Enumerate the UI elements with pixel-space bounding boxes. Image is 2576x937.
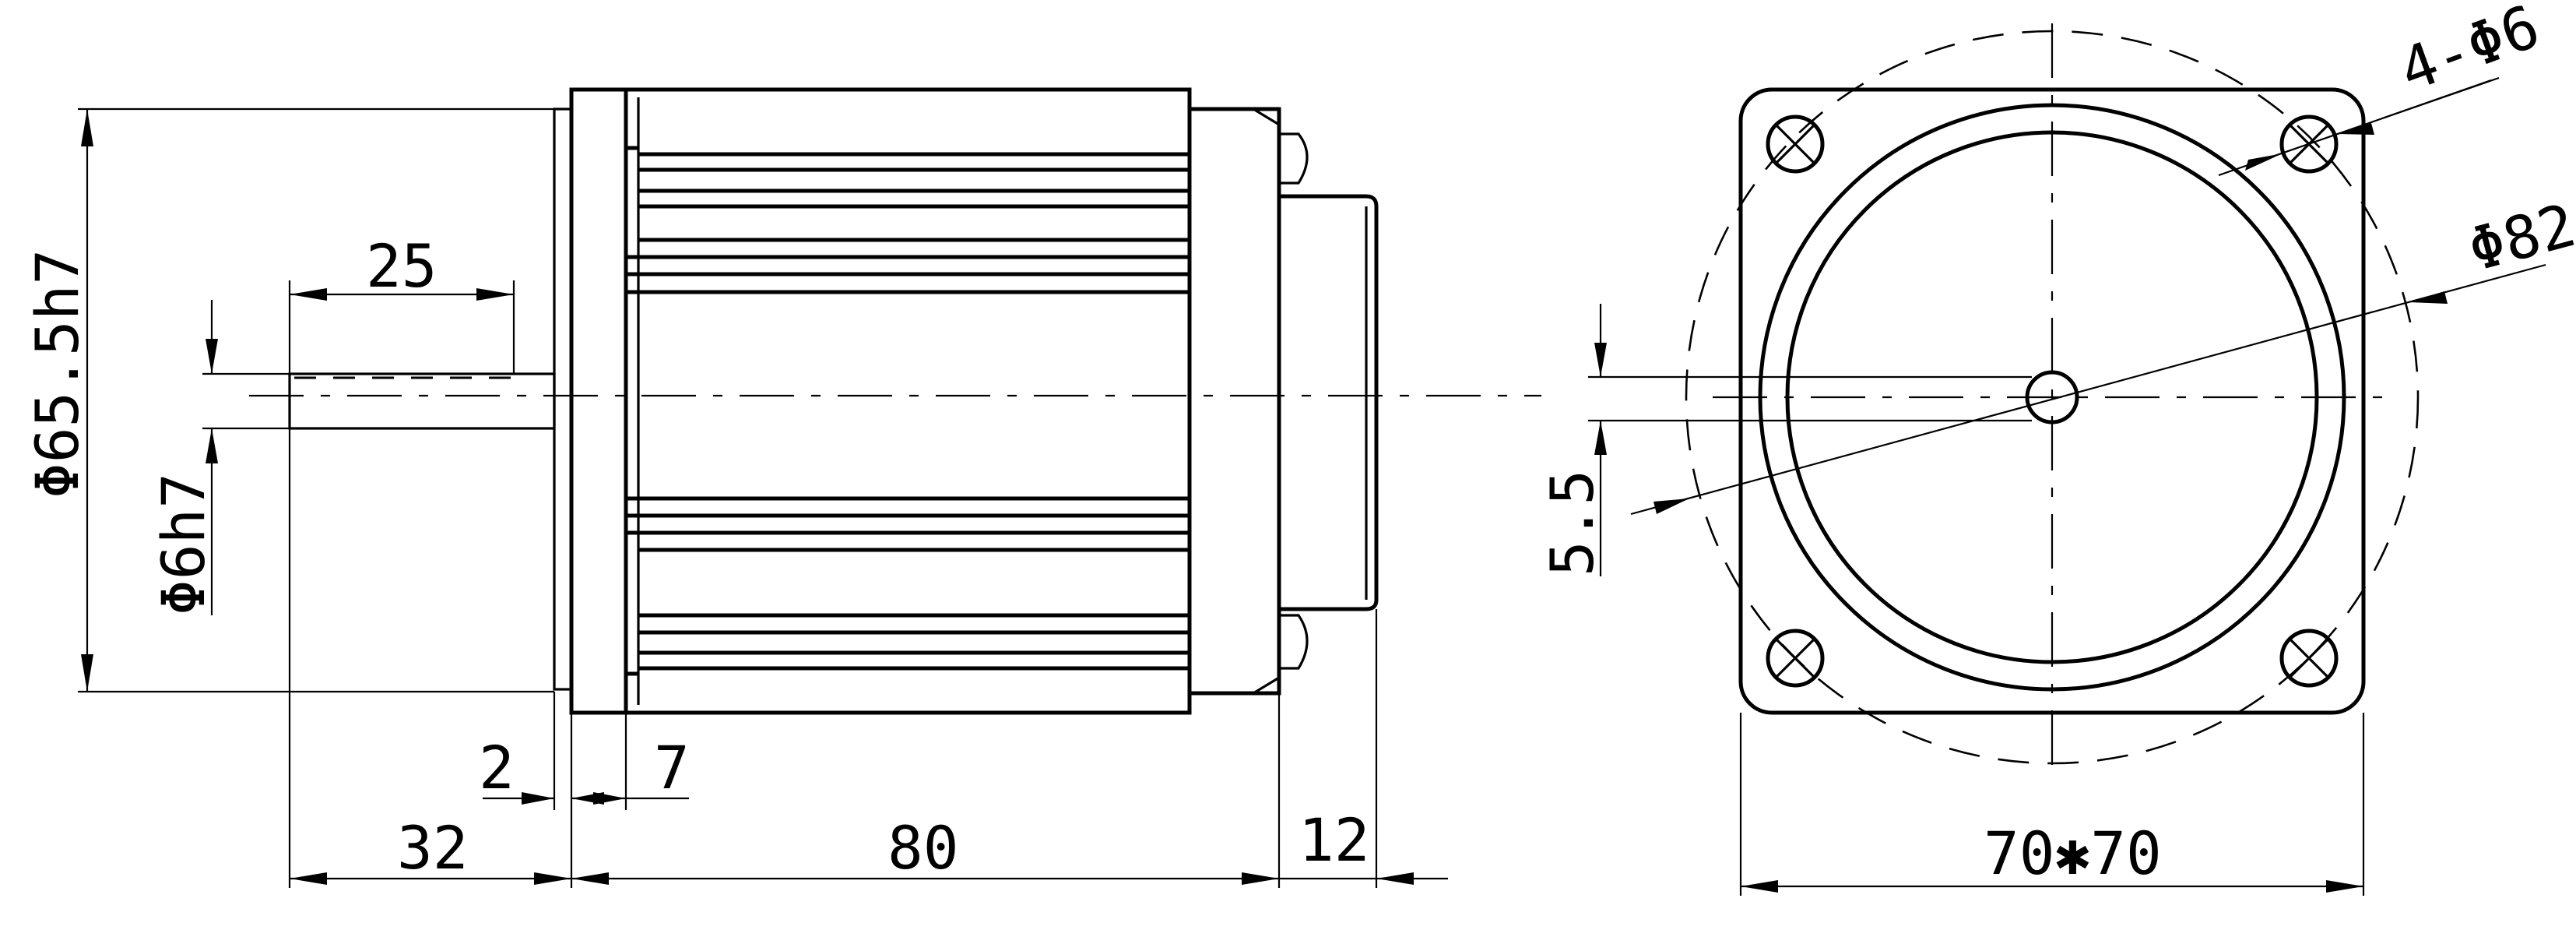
dim-gap-2: 2 <box>479 733 515 802</box>
shaft <box>288 372 556 430</box>
front-view <box>1685 23 2420 771</box>
side-dimensions: Φ65.5h7 Φ6h7 25 2 7 <box>23 107 1448 888</box>
dim-body-length: 80 <box>887 813 959 882</box>
rear-cap-chamfer-bottom <box>1253 676 1280 695</box>
mounting-hole-br <box>2279 629 2339 688</box>
front-flange-pilot <box>570 88 627 714</box>
rear-boss <box>1279 194 1379 611</box>
mounting-hole-bl <box>1766 629 1825 688</box>
dim-rear-length: 12 <box>1299 805 1370 875</box>
cooling-fins-bottom <box>626 496 1190 671</box>
rear-screw-bottom <box>1279 614 1309 670</box>
side-view <box>249 87 1541 715</box>
front-flange <box>553 107 573 691</box>
motor-body <box>569 87 1192 715</box>
mounting-hole-tl <box>1766 114 1825 174</box>
rear-cap <box>1187 107 1281 696</box>
dim-shaft-total: 32 <box>397 813 469 882</box>
rear-screw-top <box>1279 132 1309 185</box>
dim-flange-size: 70✱70 <box>1984 819 2162 888</box>
rear-cap-chamfer-top <box>1253 107 1280 126</box>
shaft-end <box>2025 370 2079 424</box>
dim-holes: 4-Φ6 <box>2391 0 2548 105</box>
dim-flat: 5.5 <box>1538 470 1607 576</box>
dim-shaft-diameter: Φ6h7 <box>149 473 218 615</box>
dim-shaft-length: 25 <box>366 231 438 301</box>
cooling-fins-top <box>626 152 1190 294</box>
dim-body-diameter: Φ65.5h7 <box>23 249 92 498</box>
dim-gap-7: 7 <box>654 733 690 802</box>
dim-bolt-circle: Φ82 <box>2462 190 2576 284</box>
